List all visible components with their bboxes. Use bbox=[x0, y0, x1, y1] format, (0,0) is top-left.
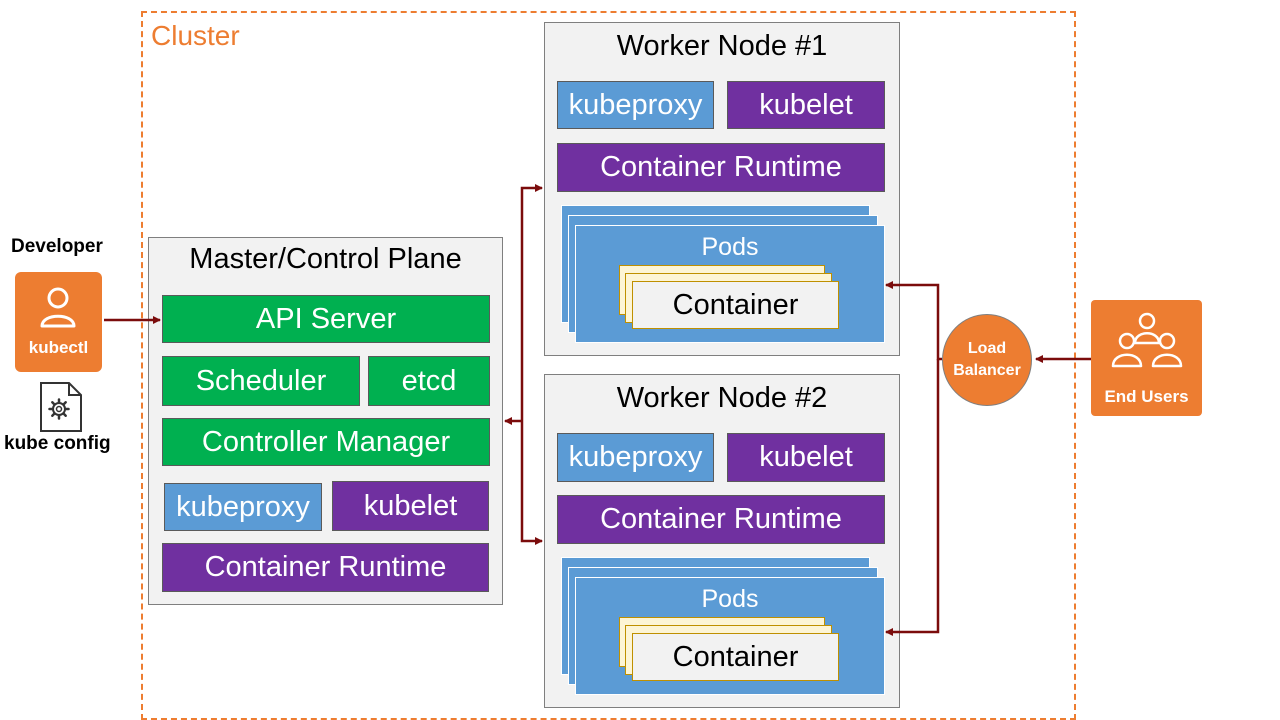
kubectl-label: kubectl bbox=[28, 338, 89, 357]
worker-2-title: Worker Node #2 bbox=[616, 382, 828, 414]
load-balancer-line-2: Balancer bbox=[953, 362, 1021, 379]
lb-to-worker-1-pods-arrow bbox=[885, 281, 942, 361]
worker-2-container-box[interactable]: Container bbox=[632, 633, 839, 681]
load-balancer-line-1: Load bbox=[967, 340, 1007, 357]
developer-label: Developer bbox=[11, 236, 103, 257]
worker-1-container-runtime-box[interactable]: Container Runtime bbox=[557, 143, 885, 192]
end-users-label: End Users bbox=[1104, 387, 1189, 406]
master-title: Master/Control Plane bbox=[189, 243, 462, 275]
master-container-runtime-box[interactable]: Container Runtime bbox=[162, 543, 489, 592]
kubectl-tile[interactable]: kubectl bbox=[15, 272, 102, 372]
master-kubelet-box[interactable]: kubelet bbox=[332, 481, 489, 531]
worker-2-pods-label: Pods bbox=[701, 585, 759, 613]
worker-1-kubelet-box[interactable]: kubelet bbox=[727, 81, 885, 129]
master-to-worker-2-arrow bbox=[520, 421, 543, 545]
load-balancer[interactable]: Load Balancer bbox=[942, 314, 1032, 406]
lb-to-worker-2-pods-arrow bbox=[885, 359, 940, 636]
master-kubeproxy-box[interactable]: kubeproxy bbox=[164, 483, 322, 531]
worker-1-kubeproxy-box[interactable]: kubeproxy bbox=[557, 81, 714, 129]
api-server-box[interactable]: API Server bbox=[162, 295, 490, 343]
worker-1-title: Worker Node #1 bbox=[616, 30, 828, 62]
controller-manager-box[interactable]: Controller Manager bbox=[162, 418, 490, 466]
group-icon bbox=[1111, 312, 1183, 368]
worker-2-kubeproxy-box[interactable]: kubeproxy bbox=[557, 433, 714, 482]
cluster-label: Cluster bbox=[151, 20, 240, 51]
worker-1-pods-label: Pods bbox=[701, 233, 759, 261]
kube-config-label: kube config bbox=[4, 433, 111, 454]
scheduler-box[interactable]: Scheduler bbox=[162, 356, 360, 406]
worker-1-container-box[interactable]: Container bbox=[632, 281, 839, 329]
gear-document-icon bbox=[40, 382, 82, 432]
master-to-worker-1-arrow bbox=[520, 184, 543, 421]
end-users-tile[interactable]: End Users bbox=[1091, 300, 1202, 416]
user-icon bbox=[40, 287, 76, 328]
worker-2-container-runtime-box[interactable]: Container Runtime bbox=[557, 495, 885, 544]
etcd-box[interactable]: etcd bbox=[368, 356, 490, 406]
cluster-boundary bbox=[141, 11, 1076, 720]
worker-2-kubelet-box[interactable]: kubelet bbox=[727, 433, 885, 482]
